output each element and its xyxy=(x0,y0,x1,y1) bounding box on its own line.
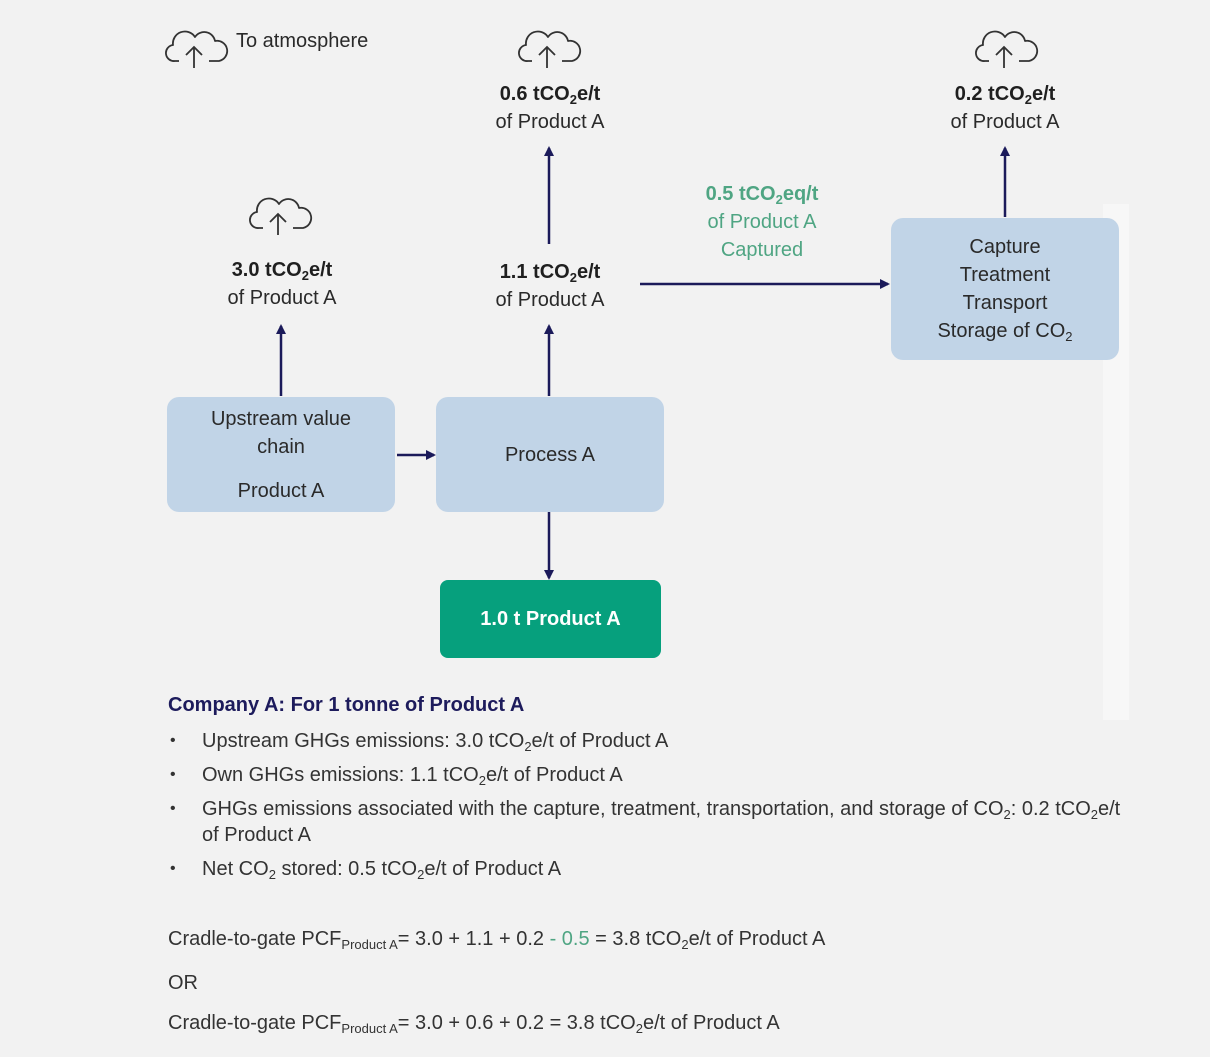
summary-list: Upstream GHGs emissions: 3.0 tCO2e/t of … xyxy=(168,728,1128,890)
ccs-atmosphere-label: 0.2 tCO2e/t of Product A xyxy=(950,83,1060,133)
process-own-emission-label: 1.1 tCO2e/t of Product A xyxy=(495,261,605,311)
list-item: Upstream GHGs emissions: 3.0 tCO2e/t of … xyxy=(168,728,1128,754)
ccs-box: Capture Treatment Transport Storage of C… xyxy=(891,218,1119,360)
process-atmosphere-label: 0.6 tCO2e/t of Product A xyxy=(495,83,605,133)
cloud-upload-icon xyxy=(518,30,582,68)
list-item: Own GHGs emissions: 1.1 tCO2e/t of Produ… xyxy=(168,762,1128,788)
cloud-upload-icon xyxy=(249,197,313,235)
upstream-emission-label: 3.0 tCO2e/t of Product A xyxy=(227,259,337,309)
cloud-upload-icon xyxy=(975,30,1039,68)
pcf-formula-2: Cradle-to-gate PCFProduct A= 3.0 + 0.6 +… xyxy=(168,1012,780,1036)
process-a-box: Process A xyxy=(436,397,664,512)
summary-title: Company A: For 1 tonne of Product A xyxy=(168,694,525,716)
upstream-value-chain-box: Upstream value chain Product A xyxy=(167,397,395,512)
list-item: GHGs emissions associated with the captu… xyxy=(168,796,1128,848)
cloud-upload-icon xyxy=(165,30,229,68)
captured-label: 0.5 tCO2eq/t of Product A Captured xyxy=(705,183,819,261)
pcf-formula-1: Cradle-to-gate PCFProduct A= 3.0 + 1.1 +… xyxy=(168,928,826,952)
list-item: Net CO2 stored: 0.5 tCO2e/t of Product A xyxy=(168,856,1128,882)
legend-text: To atmosphere xyxy=(236,30,369,52)
or-text: OR xyxy=(168,972,198,994)
output-product-box: 1.0 t Product A xyxy=(440,580,661,658)
